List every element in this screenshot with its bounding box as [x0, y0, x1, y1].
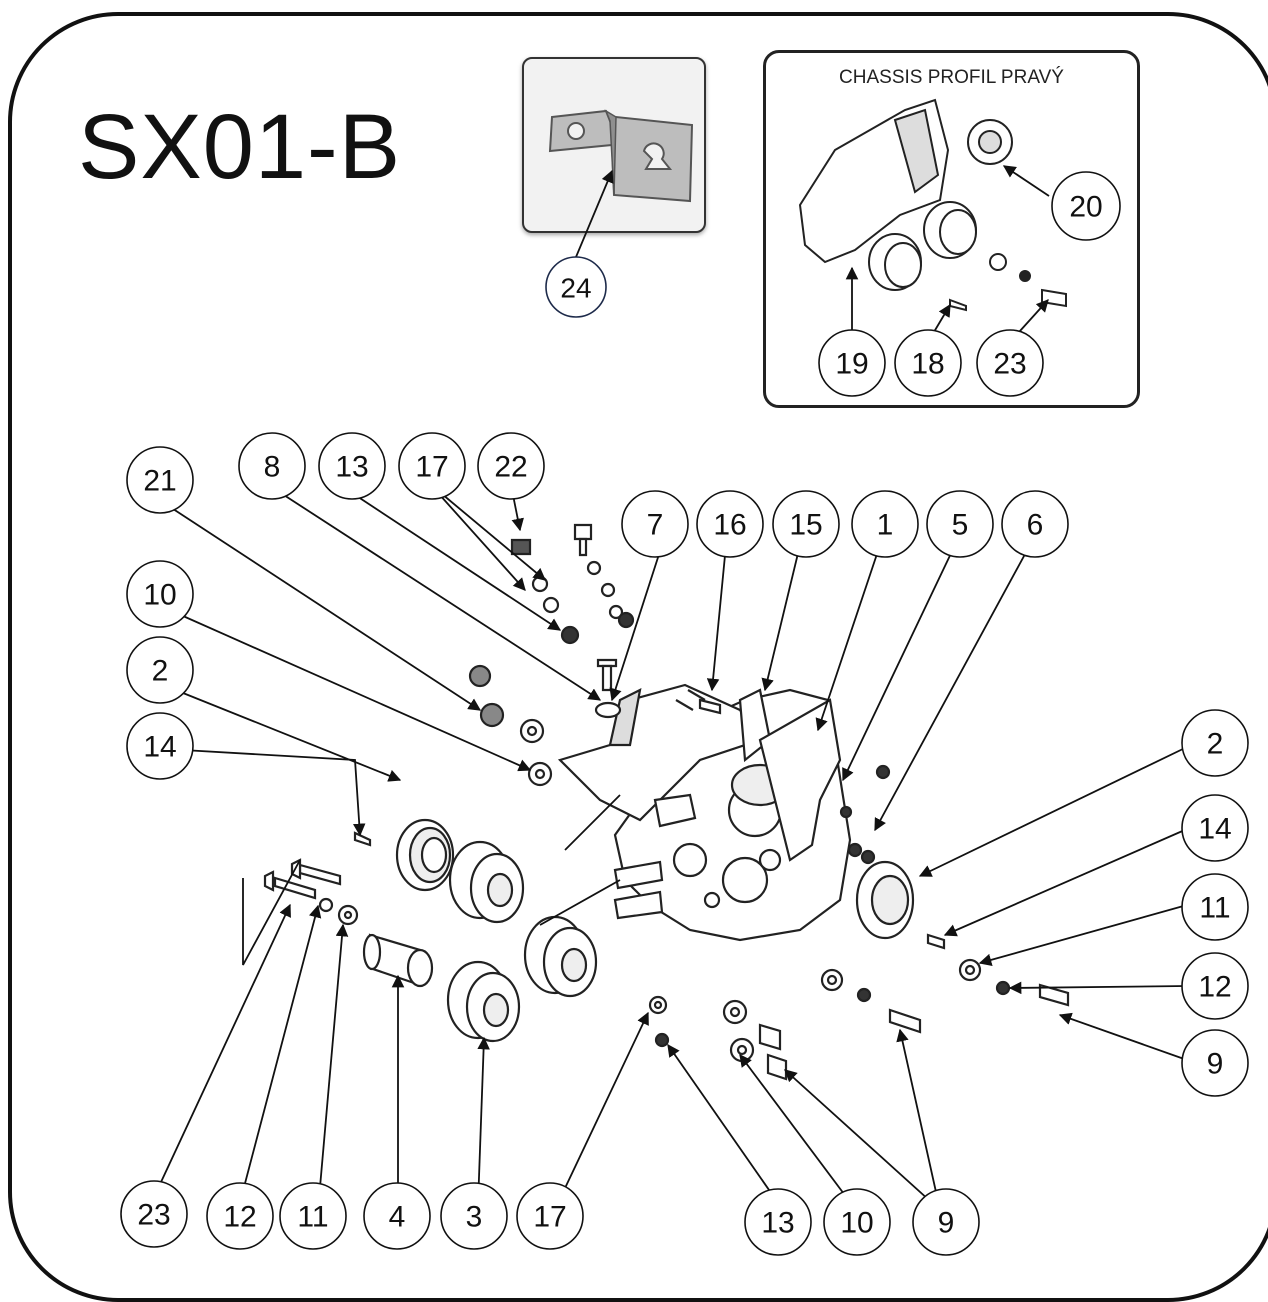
callout-9-right: [1181, 1029, 1249, 1097]
callout-17-bottom: [516, 1182, 584, 1250]
callouts: [120, 171, 1249, 1256]
callout-label-22: 22: [494, 451, 527, 484]
bracket-photo-drawing: [548, 109, 694, 203]
parts-drawing: 24 20 19 18 23 21 8 13 17 22 7 16 15 1 5…: [120, 98, 1249, 1256]
bolt-23-upper: [298, 863, 342, 886]
callout-22: [477, 432, 545, 500]
callout-label-1: 1: [877, 509, 894, 542]
callout-label-10-left: 10: [143, 579, 176, 612]
callout-label-23-inset: 23: [993, 348, 1026, 381]
callout-8: [238, 432, 306, 500]
callout-14-left: [126, 712, 194, 780]
callout-label-6: 6: [1027, 509, 1044, 542]
bolt-23-lower: [273, 876, 317, 900]
callout-labels: 24 20 19 18 23 21 8 13 17 22 7 16 15 1 5…: [137, 191, 1231, 1240]
callout-20: [1051, 171, 1121, 241]
callout-12-bottom: [206, 1182, 274, 1250]
callout-17-top: [398, 432, 466, 500]
callout-label-23-bottom: 23: [137, 1199, 170, 1232]
roller-center: [523, 915, 598, 998]
callout-label-7: 7: [647, 509, 664, 542]
callout-label-24: 24: [560, 273, 591, 304]
callout-16: [696, 490, 764, 558]
callout-13-top: [318, 432, 386, 500]
callout-label-13-top: 13: [335, 451, 368, 484]
callout-23-bottom: [120, 1180, 188, 1248]
callout-23-inset: [976, 329, 1044, 397]
callout-2-right: [1181, 709, 1249, 777]
leader-lines: [147, 165, 1188, 1211]
bracket-inset-photo: [522, 57, 706, 233]
callout-10-bottom: [823, 1188, 891, 1256]
callout-4: [363, 1182, 431, 1250]
callout-label-14-left: 14: [143, 731, 176, 764]
roller-upper-left: [448, 840, 525, 924]
chassis-inset-assembly: [798, 98, 1067, 312]
exploded-parts-diagram: SX01-B CHASSIS PROFIL PRAVÝ: [8, 12, 1268, 1302]
callout-label-19: 19: [835, 348, 868, 381]
callout-label-13-bottom: 13: [761, 1207, 794, 1240]
callout-label-2-right: 2: [1207, 728, 1224, 761]
drawing-title: SX01-B: [78, 96, 402, 198]
callout-9-bottom: [912, 1188, 980, 1256]
callout-label-18: 18: [911, 348, 944, 381]
callout-label-12-bottom: 12: [223, 1201, 256, 1234]
callout-21: [126, 446, 194, 514]
callout-2-left: [126, 636, 194, 704]
callout-label-8: 8: [264, 451, 281, 484]
callout-12-right: [1181, 952, 1249, 1020]
chassis-inset-title: CHASSIS PROFIL PRAVÝ: [839, 67, 1064, 88]
callout-label-2-left: 2: [152, 655, 169, 688]
callout-10-left: [126, 560, 194, 628]
callout-label-15: 15: [789, 509, 822, 542]
callout-label-10-bottom: 10: [840, 1207, 873, 1240]
callout-label-3: 3: [466, 1201, 483, 1234]
callout-11-bottom: [279, 1182, 347, 1250]
callout-18: [894, 329, 962, 397]
callout-5: [926, 490, 994, 558]
callout-label-17-bottom: 17: [533, 1201, 566, 1234]
callout-label-20: 20: [1069, 191, 1102, 224]
roller-lower-left: [446, 960, 521, 1043]
callout-19: [818, 329, 886, 397]
flange-right: [855, 860, 915, 940]
callout-label-9-right: 9: [1207, 1048, 1224, 1081]
callout-24: [545, 256, 607, 318]
callout-label-4: 4: [389, 1201, 406, 1234]
callout-label-9-bottom: 9: [938, 1207, 955, 1240]
callout-1: [851, 490, 919, 558]
callout-label-17-top: 17: [415, 451, 448, 484]
callout-14-right: [1181, 794, 1249, 862]
main-assembly: [263, 523, 1070, 1081]
callout-3: [440, 1182, 508, 1250]
callout-label-14-right: 14: [1198, 813, 1231, 846]
callout-label-21: 21: [143, 465, 176, 498]
callout-label-16: 16: [713, 509, 746, 542]
callout-label-12-right: 12: [1198, 971, 1231, 1004]
flange-left: [395, 818, 455, 892]
leader-lines-plain: [242, 794, 621, 966]
callout-label-11-bottom: 11: [297, 1201, 328, 1234]
callout-6: [1001, 490, 1069, 558]
callout-label-11-right: 11: [1199, 892, 1230, 925]
callout-11-right: [1181, 873, 1249, 941]
callout-15: [772, 490, 840, 558]
callout-label-5: 5: [952, 509, 969, 542]
callout-13-bottom: [744, 1188, 812, 1256]
callout-7: [621, 490, 689, 558]
